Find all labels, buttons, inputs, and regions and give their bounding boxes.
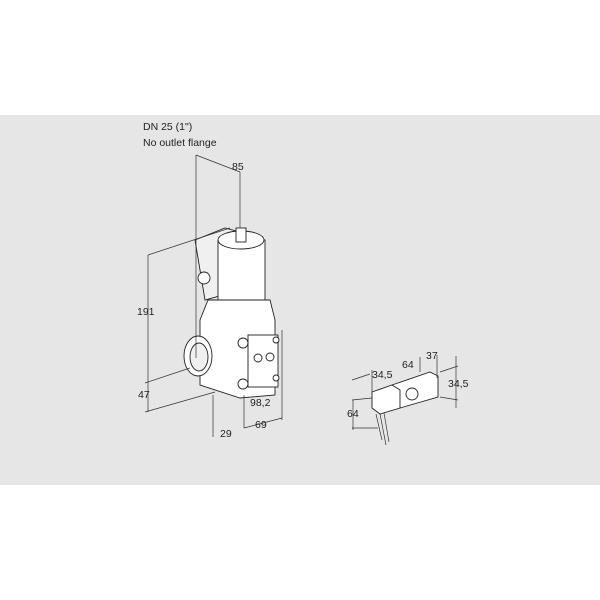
conn-dim-34-5-width: 34,5: [372, 369, 393, 381]
title-dn: DN 25 (1"): [143, 121, 192, 133]
connector-dimension-lines: [351, 355, 459, 430]
dim-29: 29: [220, 428, 232, 440]
title-flange: No outlet flange: [143, 137, 217, 149]
conn-dim-37: 37: [426, 350, 438, 362]
dim-69: 69: [255, 419, 267, 431]
dim-85: 85: [232, 161, 244, 173]
conn-dim-34-5-height: 34,5: [448, 378, 469, 390]
conn-dim-64-width: 64: [402, 359, 414, 371]
background-band: [0, 115, 600, 485]
valve-drawing: [183, 227, 280, 399]
connector-drawing: [371, 371, 439, 446]
dim-98-2: 98,2: [250, 397, 271, 409]
dim-191: 191: [137, 306, 155, 318]
conn-dim-64-height: 64: [347, 408, 359, 420]
valve-dimension-lines: [144, 154, 283, 437]
dim-47: 47: [138, 389, 150, 401]
